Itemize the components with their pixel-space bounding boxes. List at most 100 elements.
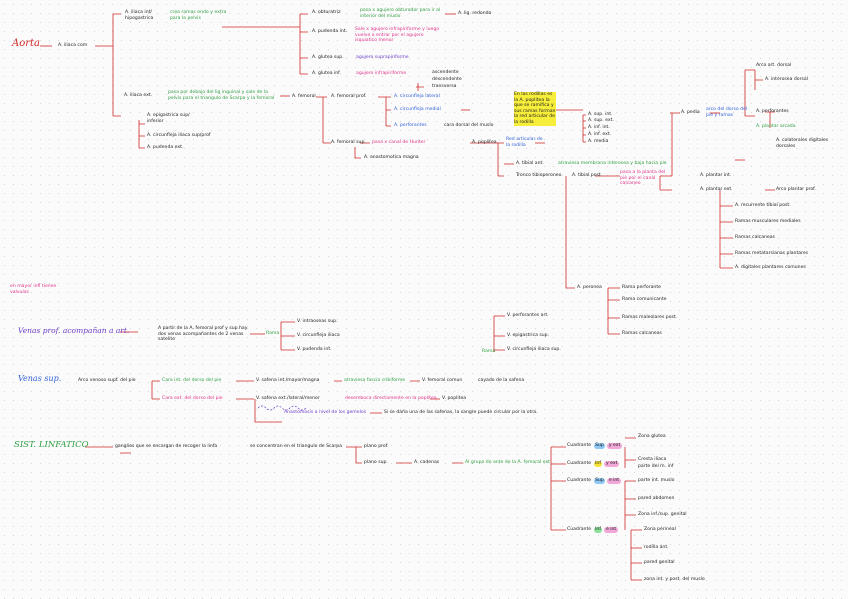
- vena-poplitea-0: V. perforantes art.: [507, 313, 549, 318]
- epigastrica-node: A. epigastrica sup/ inferior: [147, 113, 190, 124]
- glutea-inf-node: A. glutea inf.: [312, 71, 341, 76]
- iliaca-int-desc: crea ramas endo y extra para la pelvis: [170, 10, 227, 21]
- pedia-node: A. pedia: [681, 110, 700, 115]
- pudenda-int-node: A. pudenda int.: [312, 29, 348, 34]
- femoral-sup-desc: pasa x canal de Hunter: [372, 140, 426, 145]
- venas-rama-label-2: Rama: [482, 349, 496, 354]
- femoral-note: Al grupo de ante de la A. femoral ext.: [465, 460, 552, 465]
- plano-sup-node: plano sup.: [364, 460, 388, 465]
- obturatriz-node: A. obturatriz: [312, 10, 341, 15]
- tronco-node: Tronco tibioperoneo: [516, 173, 562, 178]
- peronea-rama-1: Rama comunicante: [622, 297, 667, 302]
- iliaca-comun-node: A. iliaca com: [58, 43, 88, 48]
- q3-zona-2: Zona inf./sup. genital: [638, 512, 687, 517]
- femoral-prof-node: A. femoral prof.: [331, 94, 367, 99]
- chip-inf: Inf: [593, 461, 603, 467]
- vena-poplitea-node: V. poplitea: [442, 396, 467, 401]
- dorso-colaterales: A. colaterales digitales dorsales: [776, 138, 829, 149]
- cara-int: Cara int. del dorso del pie: [162, 378, 222, 383]
- femoral-node: A. femoral: [292, 94, 316, 99]
- perforantes-desc: cara dorsal del muslo: [444, 123, 494, 128]
- iliaca-int-node: A. iliaca int/ hipogastrica: [125, 10, 154, 21]
- q4-zona-0: Zona perineal: [644, 527, 676, 532]
- venas-sup-title: Venas sup.: [18, 374, 62, 383]
- vena-poplitea-2: V. circunfleja iliaca sup.: [507, 347, 561, 352]
- venas-sup-desc: Arco venoso supf. del pie: [78, 378, 136, 383]
- obturatriz-desc: pasa x agujero obturador para ir al inte…: [360, 8, 441, 19]
- iliaca-ext-desc: pasa por debajo del lig inguinal y sale …: [168, 90, 275, 101]
- rama-media: A. media: [588, 139, 609, 144]
- tibial-ant-desc: atraviesa membrana interosea y baja haci…: [558, 161, 667, 166]
- rama-inf-ext: A. inf. ext.: [588, 132, 612, 137]
- vena-prof-0: V. intraoseas sup.: [297, 319, 338, 324]
- dorso-arco: Arco art. dorsal: [756, 63, 792, 68]
- circ-lat-node: A. circunfleja lateral: [394, 94, 440, 99]
- pedia-desc: arco del dorso del pie y ramas: [706, 107, 748, 118]
- safena-ext-node: V. safena ext./lateral/menor: [256, 396, 320, 401]
- tibial-ant-node: A. tibial ant.: [516, 161, 544, 166]
- q3-zona-0: parte int. muslo: [638, 478, 675, 483]
- iliaca-ext-node: A. iliaca ext.: [124, 93, 153, 98]
- rama-sup-ext: A. sup. ext.: [588, 118, 614, 123]
- linfatico-title: SIST. LINFATICO: [14, 440, 89, 450]
- dorso-interosea: A. interosea dorsal: [765, 77, 808, 82]
- tibial-post-desc: pasa a la planta del pie por el canal ca…: [620, 170, 666, 187]
- q4-zona-2: pared genital: [644, 560, 675, 565]
- glutea-sup-desc: agujero suprapiriforme: [356, 55, 409, 60]
- circunfleja-node: A. circunfleja iliaca sup/prof: [147, 133, 211, 138]
- q3-zona-1: pared abdomen: [638, 496, 675, 501]
- ramas-plantares-0: A. recurrente tibial post.: [735, 203, 791, 208]
- arco-plantar-node: Arco plantar prof.: [776, 187, 816, 192]
- peronea-rama-0: Rama perforante: [622, 285, 661, 290]
- triangulo-node: se concentran en el triangulo de Scarpa: [250, 444, 342, 449]
- safena-ext-desc: desemboca directamente en la poplitea: [345, 396, 437, 401]
- chip-int-2: e int: [604, 527, 618, 533]
- dorso-perforantes: A. perforantes: [756, 109, 789, 114]
- anastomosis-desc: Si se daña una de las safenas, la sangre…: [384, 410, 538, 415]
- valvulas-note: en mayor infl tienen valvulas: [10, 284, 57, 295]
- aorta-title: Aorta: [12, 38, 41, 49]
- cadenas-node: A. cadenas: [414, 460, 440, 465]
- perforantes-node: A. perforantes: [394, 123, 427, 128]
- chip-ext-2: y ext: [604, 461, 619, 467]
- ramas-plantares-3: Ramas metatarsianas plantares: [735, 251, 809, 256]
- rama-descendente: descendente: [432, 77, 462, 82]
- venas-prof-title: Venas prof. acompañan a art.: [18, 326, 130, 335]
- glutea-inf-desc: agujero infrapiriforme: [356, 71, 407, 76]
- venas-rama-label: Rama: [266, 331, 280, 336]
- q4-zona-3: zona int. y post. del muslo: [644, 577, 705, 582]
- cara-ext: Cara ext. del dorso del pie: [162, 396, 223, 401]
- chip-sup: Sup: [593, 443, 606, 449]
- femoral-comun-node: V. femoral comun: [422, 378, 463, 383]
- dorso-arcada: A. plantar arcada: [756, 124, 796, 129]
- peronea-rama-2: Ramas maleolares post.: [622, 315, 678, 320]
- plantar-ext-node: A. plantar ext.: [700, 187, 733, 192]
- poplitea-red: Red articular de la rodilla: [506, 137, 543, 148]
- q2-zona-0: parte del m. inf: [638, 464, 674, 469]
- plantar-int-node: A. plantar int.: [700, 173, 732, 178]
- rama-ascendente: ascendente: [432, 70, 459, 75]
- safena-int-node: V. safena int./mayor/magna: [256, 378, 320, 383]
- femoral-sup-node: A. femoral sup.: [331, 140, 366, 145]
- poplitea-note: En las rodillas es la A. poplitea la que…: [514, 92, 556, 126]
- q4-zona-1: rodilla ant.: [644, 545, 669, 550]
- vena-poplitea-1: V. epigastrica sup.: [507, 333, 550, 338]
- chip-sup-2: Sup: [593, 478, 606, 484]
- lig-redondo-node: A. lig. redondo: [458, 11, 492, 16]
- glutea-sup-node: A. glutea sup.: [312, 55, 344, 60]
- peronea-node: A. peronea: [577, 285, 602, 290]
- anastomotica-node: A. anastomotica magna: [364, 155, 419, 160]
- rama-transversa: transversa: [432, 84, 457, 89]
- safena-int-desc: atraviesa fascia cribiforme: [344, 378, 406, 383]
- pudenda-int-desc: Sale x agujero infrapiriforme y luego vu…: [355, 27, 440, 44]
- poplitea-node: A. poplitea: [472, 140, 497, 145]
- rama-sup-int: A. sup. int.: [588, 112, 613, 117]
- rama-inf-int: A. inf. int.: [588, 125, 610, 130]
- venas-prof-desc: A partir de la A. femoral prof y sup hay…: [158, 326, 248, 343]
